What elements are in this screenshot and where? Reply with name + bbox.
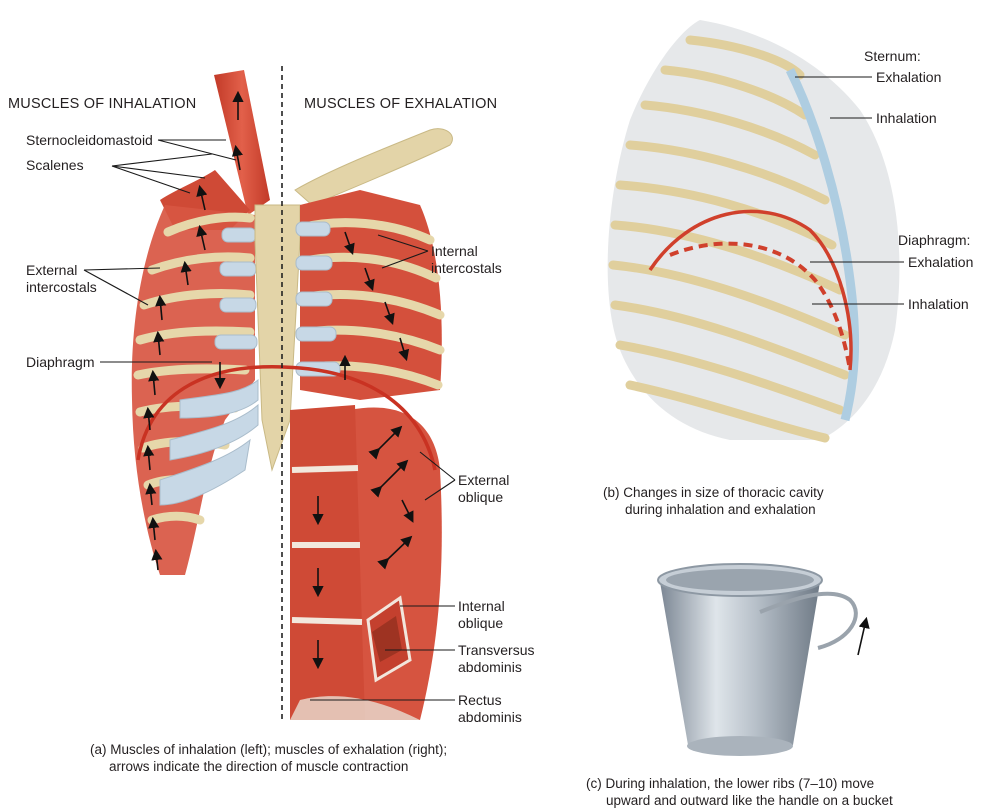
caption-panel-a: (a) Muscles of inhalation (left); muscle… bbox=[90, 741, 447, 775]
panel-a-illustration bbox=[84, 66, 455, 722]
heading-exhalation: MUSCLES OF EXHALATION bbox=[304, 96, 497, 112]
label-sternum: Sternum: bbox=[864, 48, 921, 65]
label-internal-intercostals-line2: intercostals bbox=[431, 260, 502, 277]
caption-panel-c-line1: (c) During inhalation, the lower ribs (7… bbox=[586, 775, 893, 792]
label-internal-oblique-line2: oblique bbox=[458, 615, 505, 632]
label-diaphragm-inhalation: Inhalation bbox=[908, 296, 969, 313]
label-external-oblique: External oblique bbox=[458, 472, 509, 506]
label-internal-oblique-line1: Internal bbox=[458, 598, 505, 615]
label-internal-oblique: Internal oblique bbox=[458, 598, 505, 632]
rectus-abdominis-muscle bbox=[290, 405, 365, 720]
caption-panel-c: (c) During inhalation, the lower ribs (7… bbox=[586, 775, 893, 809]
label-sternum-inhalation: Inhalation bbox=[876, 110, 937, 127]
caption-panel-a-line1: (a) Muscles of inhalation (left); muscle… bbox=[90, 741, 447, 758]
label-diaphragm-b: Diaphragm: bbox=[898, 232, 970, 249]
label-rectus-abdominis: Rectus abdominis bbox=[458, 692, 522, 726]
panel-b-illustration bbox=[608, 20, 904, 440]
caption-panel-b-line2: during inhalation and exhalation bbox=[603, 501, 824, 518]
label-diaphragm-exhalation: Exhalation bbox=[908, 254, 973, 271]
caption-panel-b: (b) Changes in size of thoracic cavity d… bbox=[603, 484, 824, 518]
label-transversus-abdominis-line2: abdominis bbox=[458, 659, 535, 676]
heading-inhalation: MUSCLES OF INHALATION bbox=[8, 96, 196, 112]
label-diaphragm-a: Diaphragm bbox=[26, 354, 94, 371]
label-rectus-abdominis-line1: Rectus bbox=[458, 692, 522, 709]
caption-panel-b-line1: (b) Changes in size of thoracic cavity bbox=[603, 484, 824, 501]
label-transversus-abdominis-line1: Transversus bbox=[458, 642, 535, 659]
handle-motion-arrow bbox=[858, 620, 866, 655]
label-sternocleidomastoid: Sternocleidomastoid bbox=[26, 132, 153, 149]
caption-panel-a-line2: arrows indicate the direction of muscle … bbox=[90, 758, 447, 775]
label-external-intercostals-line1: External bbox=[26, 262, 97, 279]
label-scalenes: Scalenes bbox=[26, 157, 84, 174]
caption-panel-c-line2: upward and outward like the handle on a … bbox=[586, 792, 893, 809]
label-internal-intercostals: Internal intercostals bbox=[431, 243, 502, 277]
label-transversus-abdominis: Transversus abdominis bbox=[458, 642, 535, 676]
label-internal-intercostals-line1: Internal bbox=[431, 243, 502, 260]
label-external-intercostals-line2: intercostals bbox=[26, 279, 97, 296]
panel-c-bucket bbox=[658, 564, 866, 756]
label-rectus-abdominis-line2: abdominis bbox=[458, 709, 522, 726]
bucket-body bbox=[660, 582, 820, 755]
label-external-oblique-line1: External bbox=[458, 472, 509, 489]
label-external-oblique-line2: oblique bbox=[458, 489, 509, 506]
label-external-intercostals: External intercostals bbox=[26, 262, 97, 296]
label-sternum-exhalation: Exhalation bbox=[876, 69, 941, 86]
